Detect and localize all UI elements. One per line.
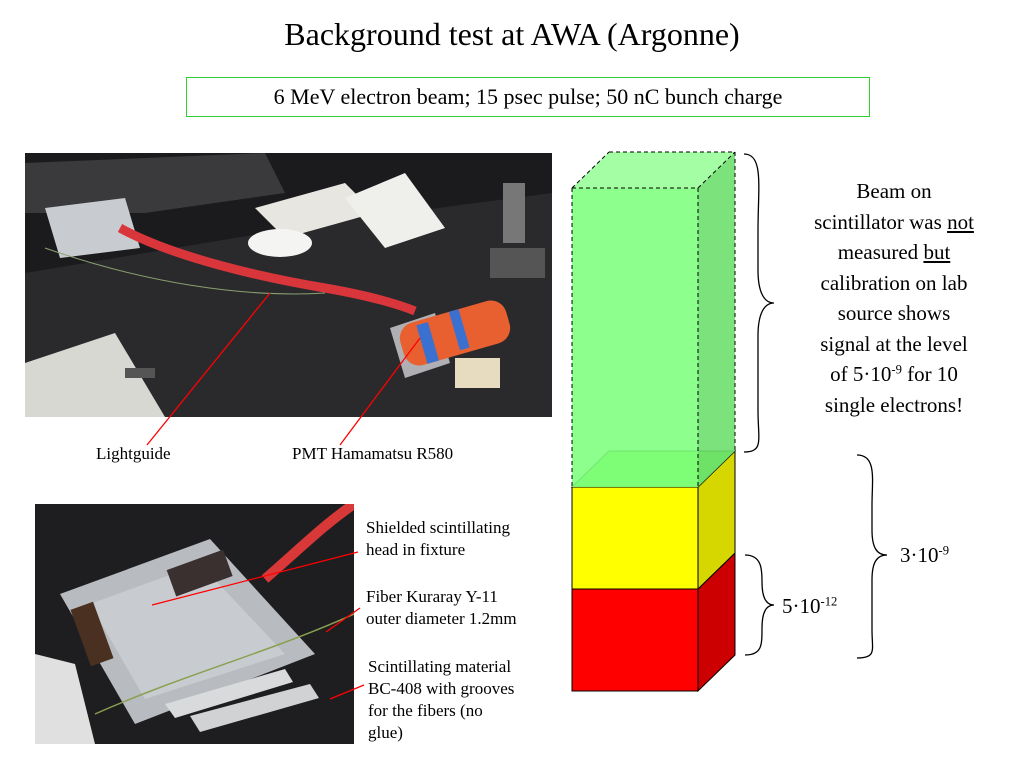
note-text: scintillator was (814, 209, 948, 234)
note-line: calibration on lab (820, 270, 968, 295)
note-line: of 5·10-9 for 10 (780, 359, 1008, 390)
level-value: 5·10 (782, 594, 821, 618)
shielded-head-note: Shielded scintillating head in fixture (366, 517, 510, 561)
lightguide-label: Lightguide (96, 444, 171, 463)
fixture-photo (35, 504, 354, 744)
red-level-label: 5·10-12 (782, 594, 837, 619)
note-line: signal at the level (820, 331, 968, 356)
note-emphasis: but (923, 240, 951, 264)
fiber-note: Fiber Kuraray Y-11 outer diameter 1.2mm (366, 586, 517, 630)
note-line: head in fixture (366, 540, 466, 559)
red-block (571, 551, 736, 693)
note-line: Fiber Kuraray Y-11 (366, 587, 498, 606)
lab-bench-photo (25, 153, 552, 417)
note-text: for 10 (901, 362, 958, 386)
red-level-brace (744, 554, 775, 656)
level-value: 3·10 (900, 543, 939, 567)
level-exponent: -9 (938, 543, 950, 558)
note-line: Beam on (856, 179, 932, 203)
note-line: Shielded scintillating (366, 518, 511, 537)
note-text: of 5·10 (830, 362, 892, 386)
note-line: BC-408 with grooves (368, 679, 515, 698)
note-emphasis: not (947, 209, 974, 234)
pmt-label: PMT Hamamatsu R580 (292, 444, 454, 463)
scintillating-material-note: Scintillating material BC-408 with groov… (368, 656, 514, 744)
note-line: Scintillating material (368, 657, 512, 676)
note-line: single electrons! (824, 392, 964, 417)
note-exponent: -9 (891, 362, 902, 377)
note-line: scintillator was not (780, 207, 1008, 238)
note-text: measured (837, 240, 924, 264)
note-line: measured but (780, 237, 1008, 268)
green-block (571, 151, 736, 487)
yellow-level-label: 3·10-9 (900, 543, 949, 568)
beam-parameters-box: 6 MeV electron beam; 15 psec pulse; 50 n… (186, 77, 870, 117)
note-line: for the fibers (no (368, 701, 483, 720)
beam-calibration-note: Beam on scintillator was not measured bu… (780, 176, 1008, 420)
note-line: outer diameter 1.2mm (366, 609, 517, 628)
beam-brace (743, 153, 775, 453)
beam-parameters-text: 6 MeV electron beam; 15 psec pulse; 50 n… (273, 84, 783, 109)
level-exponent: -12 (820, 594, 838, 609)
note-line: glue) (368, 723, 403, 742)
yellow-level-brace (856, 454, 888, 659)
slide-title: Background test at AWA (Argonne) (284, 16, 740, 52)
note-line: source shows (837, 301, 951, 325)
